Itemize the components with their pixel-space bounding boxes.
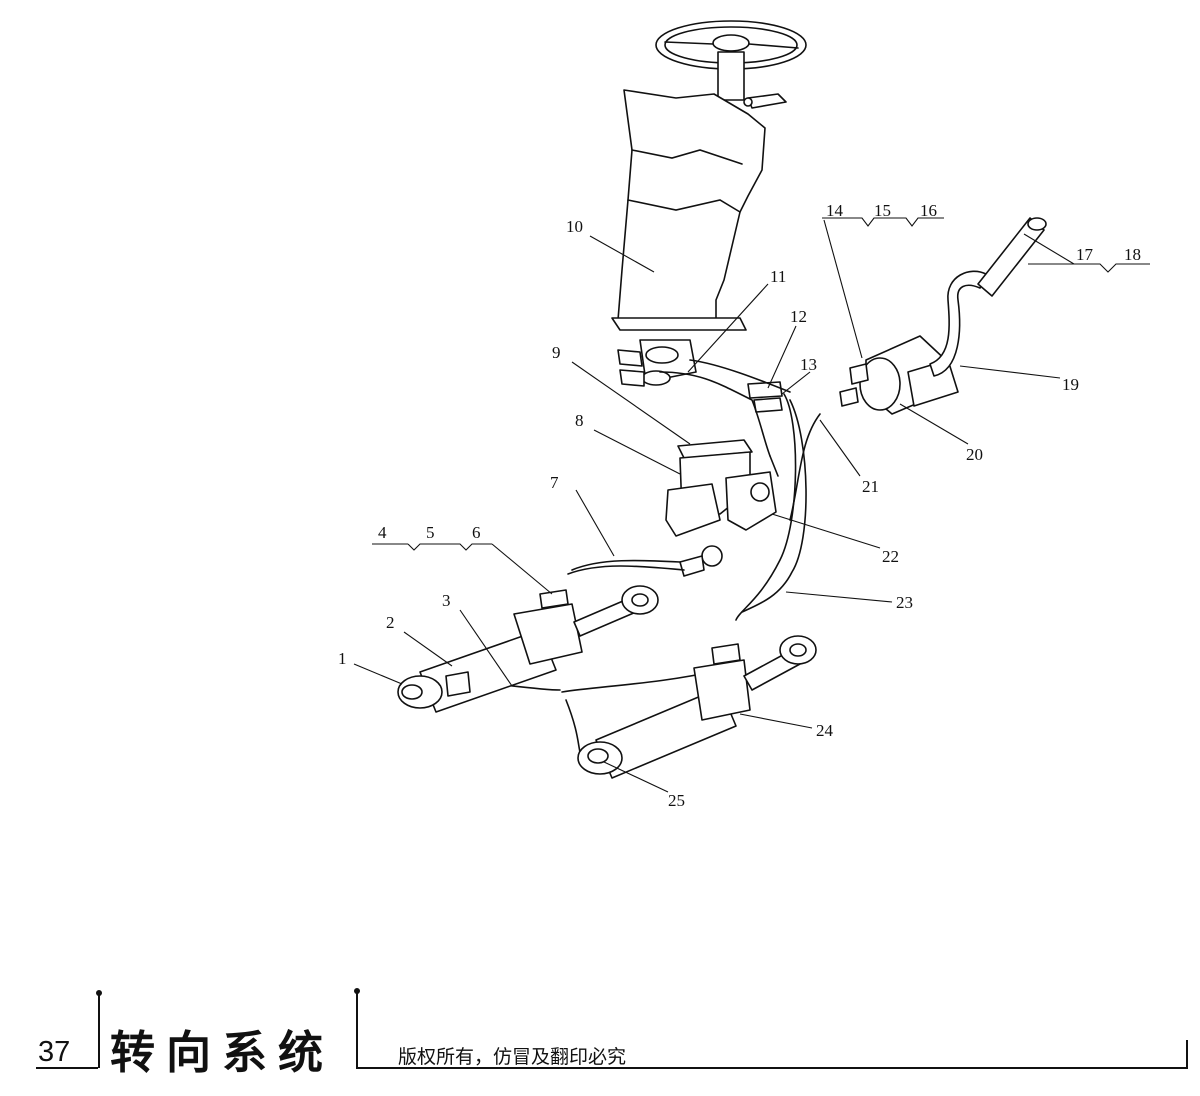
left-steering-cylinder <box>397 585 659 713</box>
footer-divider-left-dot <box>96 990 102 996</box>
callout-11: 11 <box>770 267 786 286</box>
callout-12: 12 <box>790 307 807 326</box>
callout-16: 16 <box>920 201 937 220</box>
callout-13: 13 <box>800 355 817 374</box>
callout-labels: 1 2 3 4 5 6 7 8 9 10 11 12 13 14 15 16 1… <box>338 201 1141 810</box>
steering-wheel <box>655 20 807 109</box>
callout-3: 3 <box>442 591 451 610</box>
steering-valve <box>617 339 697 387</box>
steering-gear <box>665 439 779 577</box>
right-steering-cylinder <box>577 635 817 779</box>
page-number: 37 <box>38 1036 71 1068</box>
callout-8: 8 <box>575 411 584 430</box>
callout-23: 23 <box>896 593 913 612</box>
footer-rule-left <box>36 1067 98 1069</box>
callout-19: 19 <box>1062 375 1079 394</box>
copyright-notice: 版权所有，仿冒及翻印必究 <box>398 1046 627 1068</box>
section-title: 转向系统 <box>110 1026 335 1079</box>
callout-4: 4 <box>378 523 387 542</box>
callout-1: 1 <box>338 649 347 668</box>
callout-20: 20 <box>966 445 983 464</box>
footer-rule-end <box>1186 1040 1188 1068</box>
footer-divider-left <box>98 994 100 1068</box>
steering-column-housing <box>611 89 766 331</box>
callout-14: 14 <box>826 201 844 220</box>
callout-15: 15 <box>874 201 891 220</box>
callout-21: 21 <box>862 477 879 496</box>
footer-rule-right <box>356 1067 1188 1069</box>
footer-divider-right <box>356 992 358 1068</box>
suction-pipe <box>929 217 1047 377</box>
callout-17: 17 <box>1076 245 1094 264</box>
hydraulic-tank <box>839 335 959 415</box>
callout-9: 9 <box>552 343 561 362</box>
callout-24: 24 <box>816 721 834 740</box>
callout-6: 6 <box>472 523 481 542</box>
callout-10: 10 <box>566 217 583 236</box>
callout-18: 18 <box>1124 245 1141 264</box>
callout-22: 22 <box>882 547 899 566</box>
callout-25: 25 <box>668 791 685 810</box>
hydraulic-pipes <box>459 359 821 753</box>
callout-2: 2 <box>386 613 395 632</box>
callout-leaders <box>353 217 1150 793</box>
callout-5: 5 <box>426 523 435 542</box>
footer-divider-right-dot <box>354 988 360 994</box>
callout-7: 7 <box>550 473 559 492</box>
